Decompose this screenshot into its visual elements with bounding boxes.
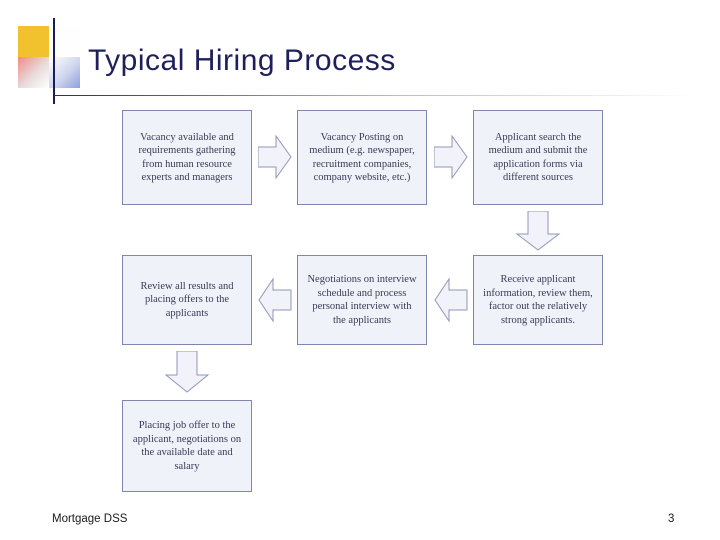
process-node-2-label: Vacancy Posting on medium (e.g. newspape… <box>309 131 415 184</box>
page-title: Typical Hiring Process <box>88 44 396 77</box>
process-node-1-label: Vacancy available and requirements gathe… <box>138 131 236 184</box>
process-node-4-label: Receive applicant information, review th… <box>483 274 593 326</box>
arrow-left-node5-node6 <box>258 277 292 323</box>
process-node-2: Vacancy Posting on medium (e.g. newspape… <box>297 110 427 205</box>
process-node-4: Receive applicant information, review th… <box>473 255 603 345</box>
process-node-7-label: Placing job offer to the applicant, nego… <box>132 420 242 472</box>
arrow-right-node1-node2 <box>258 134 292 180</box>
logo-square-yellow <box>18 26 49 57</box>
arrow-left-node4-node5 <box>434 277 468 323</box>
arrow-down-node6-node7 <box>164 351 210 393</box>
process-node-3: Applicant search the medium and submit t… <box>473 110 603 205</box>
arrow-right-node2-node3 <box>434 134 468 180</box>
slide-logo-mark <box>18 18 80 104</box>
logo-square-red <box>18 57 49 88</box>
arrow-down-node3-node4 <box>515 211 561 251</box>
footer-label: Mortgage DSS <box>52 513 128 525</box>
logo-vertical-rule <box>53 18 55 104</box>
title-divider <box>54 95 694 96</box>
process-node-5: Negotiations on interview schedule and p… <box>297 255 427 345</box>
process-node-5-label: Negotiations on interview schedule and p… <box>307 274 417 326</box>
process-node-7: Placing job offer to the applicant, nego… <box>122 400 252 492</box>
process-node-3-label: Applicant search the medium and submit t… <box>488 131 588 184</box>
process-node-6: Review all results and placing offers to… <box>122 255 252 345</box>
slide-number: 3 <box>668 513 675 525</box>
process-node-6-label: Review all results and placing offers to… <box>140 280 234 319</box>
process-node-1: Vacancy available and requirements gathe… <box>122 110 252 205</box>
